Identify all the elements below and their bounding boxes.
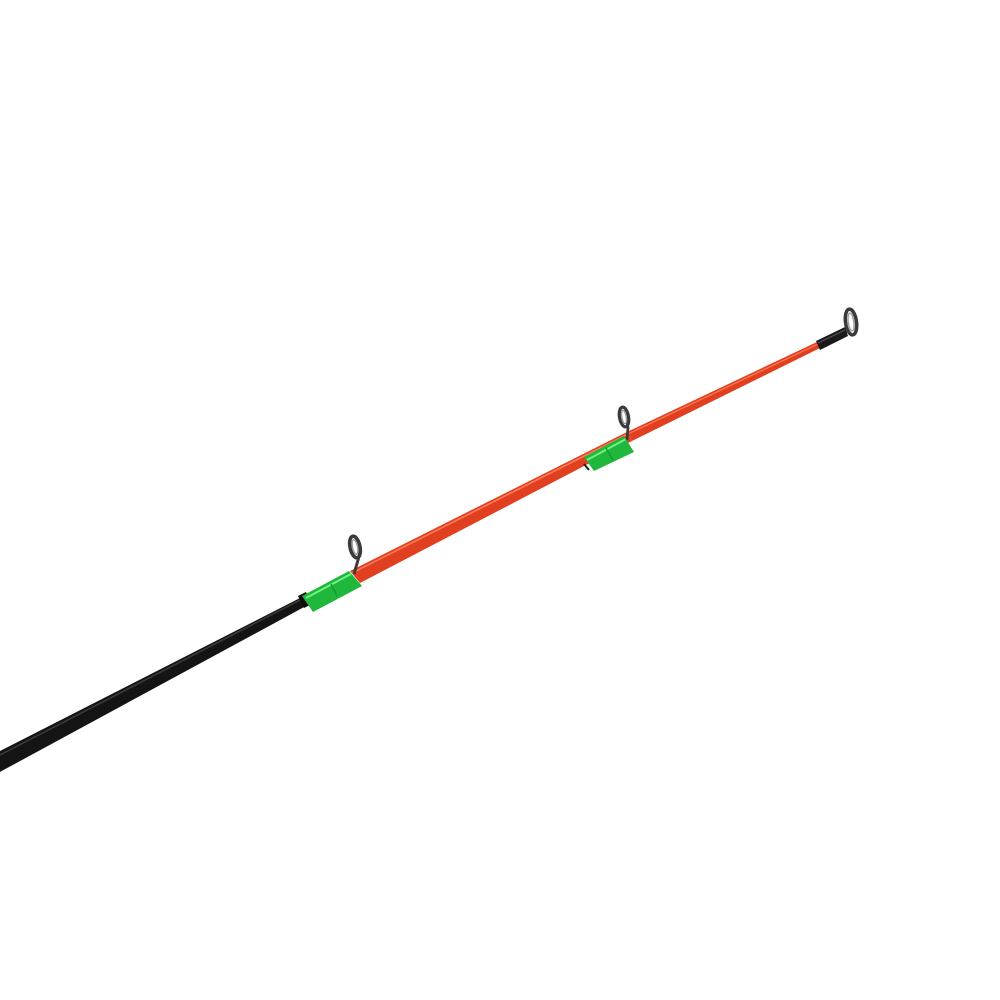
- fishing-rod: [0, 307, 859, 772]
- thread-wrap-2: [584, 436, 634, 471]
- line-guide-icon: [617, 405, 631, 441]
- line-guide-icon: [347, 534, 363, 575]
- thread-wrap-1: [302, 571, 362, 612]
- tip-top-guide-icon: [816, 307, 859, 350]
- rod-tip-section: [350, 342, 820, 583]
